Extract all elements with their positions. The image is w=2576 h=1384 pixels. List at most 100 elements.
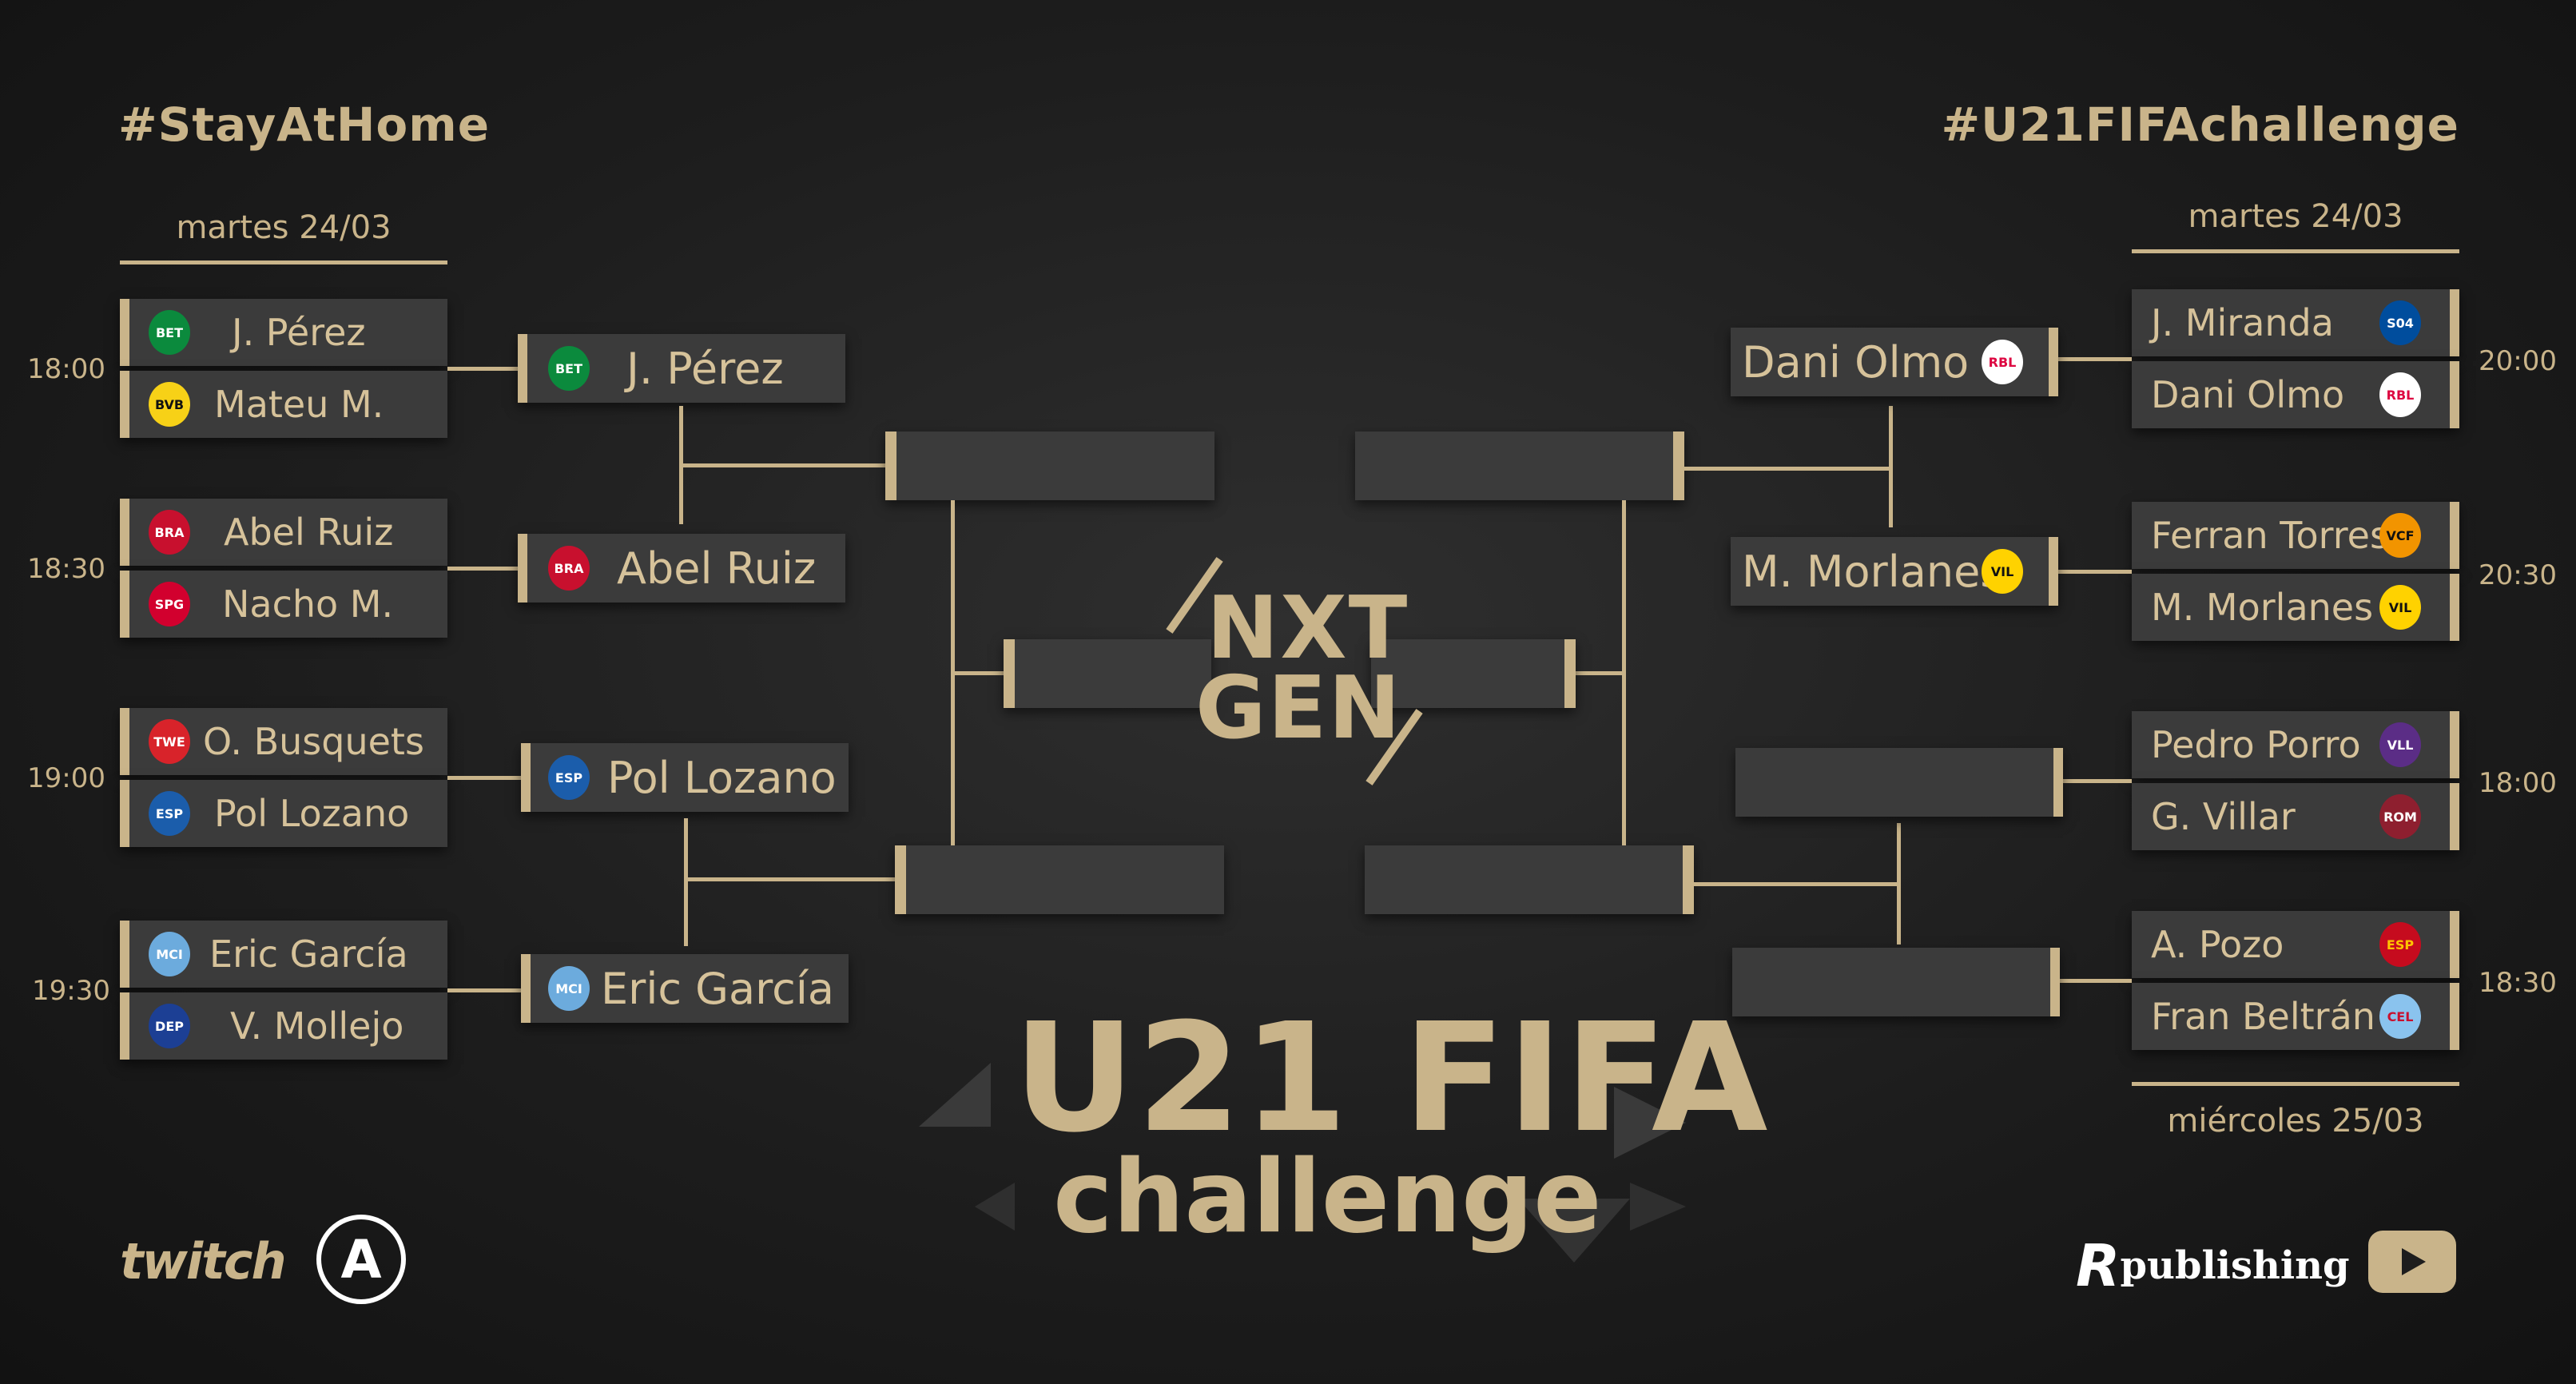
- left-date-rule: [120, 260, 447, 264]
- bracket-line: [684, 818, 688, 946]
- bracket-line: [1574, 671, 1624, 675]
- right-date-top: martes 24/03: [2188, 198, 2403, 235]
- nxtgen-logo-line1: NXT: [1207, 579, 1409, 678]
- player-slot: ESP Pol Lozano: [120, 780, 447, 847]
- winner-slot: M. Morlanes VIL: [1731, 537, 2058, 606]
- deportivo-crest-icon: DEP: [149, 1004, 190, 1048]
- winner-slot: BRA Abel Ruiz: [518, 534, 845, 603]
- player-slot: A. Pozo ESP: [2132, 911, 2459, 978]
- player-name: O. Busquets: [203, 720, 424, 763]
- match-time: 19:30: [32, 975, 110, 1007]
- valladolid-crest-icon: VLL: [2379, 722, 2421, 767]
- man-city-crest-icon: MCI: [149, 932, 190, 976]
- semifinal-slot: [885, 432, 1214, 500]
- valencia-crest-icon: VCF: [2379, 513, 2421, 558]
- player-slot: MCI Eric García: [120, 921, 447, 988]
- player-name: Fran Beltrán: [2151, 995, 2375, 1038]
- player-name: Abel Ruiz: [224, 511, 394, 554]
- winner-name: Eric García: [601, 963, 834, 1014]
- player-name: J. Pérez: [232, 311, 366, 354]
- leipzig-crest-icon: RBL: [2379, 372, 2421, 417]
- winner-slot: [1732, 948, 2060, 1016]
- player-name: A. Pozo: [2151, 923, 2284, 966]
- connector: [2057, 357, 2132, 361]
- decor-triangle: [1630, 1183, 1686, 1231]
- decor-triangle: [1614, 1087, 1686, 1159]
- final-slot: [1004, 639, 1211, 708]
- player-slot: SPG Nacho M.: [120, 571, 447, 638]
- decor-triangle: [975, 1183, 1015, 1231]
- player-slot: Ferran Torres VCF: [2132, 502, 2459, 569]
- match-time: 18:00: [27, 353, 105, 385]
- player-slot: Pedro Porro VLL: [2132, 711, 2459, 778]
- connector: [447, 367, 519, 371]
- roma-crest-icon: ROM: [2379, 794, 2421, 839]
- dortmund-crest-icon: BVB: [149, 382, 190, 427]
- bracket-line: [1692, 882, 1900, 886]
- left-hashtag: #StayAtHome: [118, 97, 491, 152]
- player-slot: M. Morlanes VIL: [2132, 574, 2459, 641]
- player-slot: TWE O. Busquets: [120, 708, 447, 775]
- player-name: Mateu M.: [214, 383, 384, 426]
- twente-crest-icon: TWE: [149, 719, 190, 764]
- semifinal-slot: [1365, 845, 1694, 914]
- winner-name: Abel Ruiz: [617, 543, 817, 594]
- bracket-line: [681, 463, 888, 467]
- bracket-line: [1683, 467, 1892, 471]
- schalke-crest-icon: S04: [2379, 300, 2421, 345]
- player-slot: DEP V. Mollejo: [120, 992, 447, 1060]
- decor-triangle: [1518, 1199, 1630, 1263]
- espanyol-crest-icon: ESP: [548, 755, 590, 800]
- player-name: Nacho M.: [222, 583, 394, 626]
- winner-name: J. Pérez: [626, 343, 784, 394]
- player-name: Pol Lozano: [214, 792, 410, 835]
- semifinal-slot: [1355, 432, 1684, 500]
- player-name: V. Mollejo: [230, 1004, 404, 1048]
- villarreal-crest-icon: VIL: [2379, 585, 2421, 630]
- winner-name: M. Morlanes: [1742, 546, 2003, 597]
- bracket-line: [1897, 823, 1901, 945]
- match-time: 18:30: [2479, 967, 2557, 999]
- winner-slot: [1735, 748, 2063, 817]
- player-name: Ferran Torres: [2151, 514, 2389, 557]
- connector: [2057, 979, 2132, 983]
- bracket-line: [1889, 406, 1893, 527]
- player-name: Dani Olmo: [2151, 373, 2345, 416]
- espanyol-crest-icon: ESP: [149, 791, 190, 836]
- player-slot: BVB Mateu M.: [120, 371, 447, 438]
- connector: [447, 567, 519, 571]
- right-date-bottom: miércoles 25/03: [2167, 1103, 2424, 1139]
- player-name: J. Miranda: [2151, 301, 2334, 344]
- youtube-icon: [2368, 1231, 2456, 1293]
- player-slot: Dani Olmo RBL: [2132, 361, 2459, 428]
- match-time: 20:00: [2479, 345, 2557, 377]
- player-slot: BET J. Pérez: [120, 299, 447, 366]
- connector: [2057, 779, 2132, 783]
- left-date: martes 24/03: [176, 209, 392, 246]
- publishing-mark: R: [2076, 1232, 2121, 1299]
- player-slot: G. Villar ROM: [2132, 783, 2459, 850]
- player-slot: Fran Beltrán CEL: [2132, 983, 2459, 1050]
- decor-triangle: [919, 1063, 991, 1127]
- right-date-top-rule: [2132, 249, 2459, 253]
- player-slot: J. Miranda S04: [2132, 289, 2459, 356]
- winner-slot: MCI Eric García: [521, 954, 849, 1023]
- leipzig-crest-icon: RBL: [1982, 340, 2023, 384]
- match-time: 18:00: [2479, 767, 2557, 799]
- a-logo-letter: A: [340, 1228, 382, 1291]
- nxtgen-logo-line2: GEN: [1195, 658, 1402, 758]
- title-line1: U21 FIFA: [1013, 991, 1770, 1166]
- right-date-bottom-rule: [2132, 1082, 2459, 1086]
- connector: [447, 776, 523, 780]
- player-slot: BRA Abel Ruiz: [120, 499, 447, 566]
- winner-name: Pol Lozano: [607, 752, 837, 803]
- sporting-gijon-crest-icon: SPG: [149, 582, 190, 626]
- winner-slot: BET J. Pérez: [518, 334, 845, 403]
- braga-crest-icon: BRA: [548, 546, 590, 591]
- winner-name: Dani Olmo: [1742, 336, 1970, 388]
- youtube-play-icon: [2402, 1248, 2426, 1275]
- player-name: Eric García: [209, 933, 408, 976]
- winner-slot: Dani Olmo RBL: [1731, 328, 2058, 396]
- player-name: M. Morlanes: [2151, 586, 2374, 629]
- publishing-text: publishing: [2120, 1243, 2350, 1288]
